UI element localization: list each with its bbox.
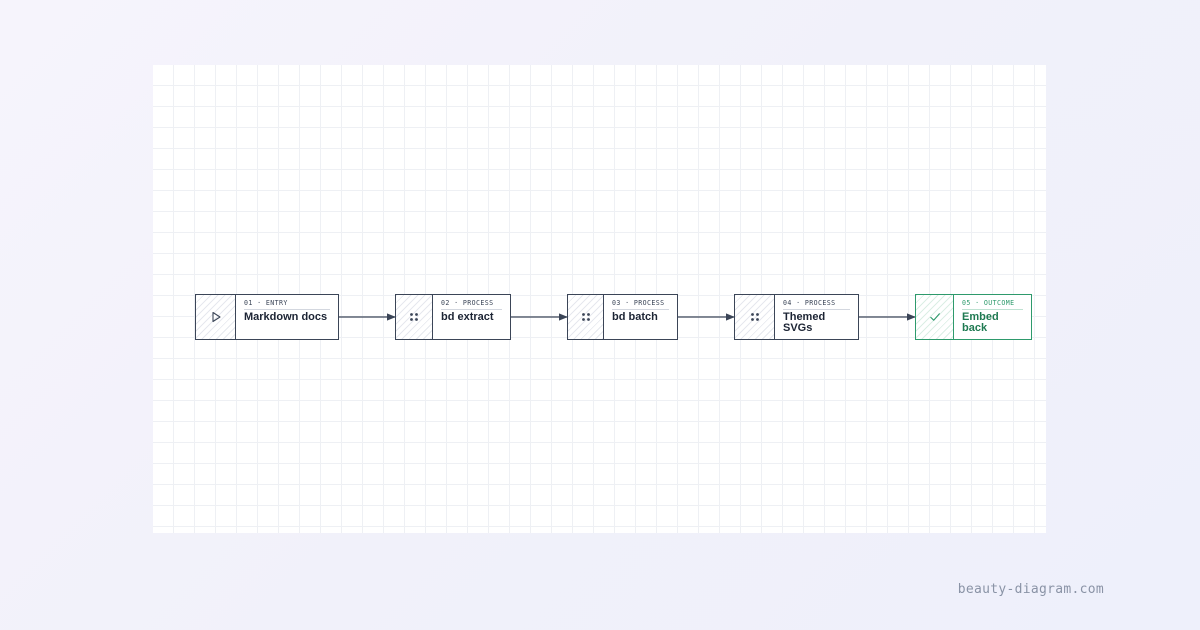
node-label: bd batch xyxy=(612,311,658,323)
node-meta: 04 · PROCESS xyxy=(783,299,850,310)
node-label: Markdown docs xyxy=(244,311,328,323)
node-icon-cell xyxy=(735,295,775,339)
node-embed-back[interactable]: 05 · OUTCOME Embed back xyxy=(915,294,1032,340)
site-footer-link[interactable]: beauty-diagram.com xyxy=(957,582,1104,597)
node-markdown-docs[interactable]: 01 · ENTRY Markdown docs xyxy=(195,294,339,340)
node-label: Embed back xyxy=(962,311,999,334)
node-meta: 01 · ENTRY xyxy=(244,299,330,310)
node-themed-svgs[interactable]: 04 · PROCESS Themed SVGs xyxy=(734,294,859,340)
dots-grid-icon xyxy=(410,313,418,321)
node-icon-cell xyxy=(568,295,604,339)
node-label: Themed SVGs xyxy=(783,311,826,334)
dots-grid-icon xyxy=(750,313,759,321)
node-icon-cell xyxy=(396,295,433,339)
node-meta: 03 · PROCESS xyxy=(612,299,669,310)
node-meta: 02 · PROCESS xyxy=(441,299,502,310)
play-icon xyxy=(211,311,221,323)
node-icon-cell xyxy=(196,295,236,339)
node-icon-cell xyxy=(916,295,954,339)
dots-grid-icon xyxy=(581,313,590,321)
node-meta: 05 · OUTCOME xyxy=(962,299,1023,310)
node-bd-extract[interactable]: 02 · PROCESS bd extract xyxy=(395,294,511,340)
node-label: bd extract xyxy=(441,311,494,323)
node-bd-batch[interactable]: 03 · PROCESS bd batch xyxy=(567,294,678,340)
check-icon xyxy=(929,313,940,321)
